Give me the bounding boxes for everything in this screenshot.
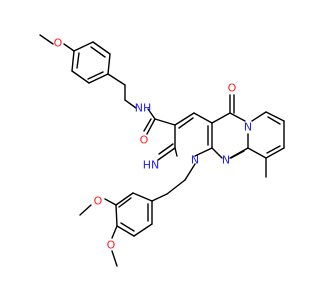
bond-double (267, 116, 281, 125)
bond-double (120, 222, 135, 232)
atom-label-oxygen: O (54, 37, 63, 50)
bond (116, 225, 135, 237)
atom-label-nitrogen: N (191, 154, 199, 167)
bond (73, 41, 94, 52)
bond (251, 111, 267, 122)
bond (265, 147, 285, 159)
bond (133, 223, 153, 237)
molecule-structure: O NH O O N N N HN O O (39, 34, 285, 267)
bond (111, 225, 118, 239)
bond (79, 204, 92, 216)
bond (124, 99, 137, 109)
bond-double (143, 118, 152, 132)
bond (71, 70, 90, 84)
bond (71, 50, 75, 72)
bond (92, 41, 111, 55)
bond-double (76, 52, 80, 69)
pyridinone-ring (157, 112, 213, 161)
pyrido-ring (247, 111, 285, 178)
bond (247, 147, 267, 159)
bond (211, 147, 223, 159)
bond (151, 193, 168, 202)
methoxyphenyl-group (39, 34, 137, 109)
bond-double (266, 145, 281, 154)
bond (107, 73, 126, 86)
atom-label-nitrogen: N (244, 121, 252, 134)
bond (132, 192, 153, 202)
atom-labels: O NH O O N N N HN O O (54, 37, 252, 252)
atom-label-nh: NH (135, 102, 152, 115)
molecule-canvas: O NH O O N N N HN O O (39, 34, 285, 267)
bond (115, 192, 134, 206)
atom-label-oxygen: O (94, 195, 103, 208)
bond-double (158, 143, 174, 155)
atom-label-nitrogen: N (222, 154, 230, 167)
bond (193, 112, 213, 124)
bond (107, 53, 111, 75)
amide-group (143, 108, 176, 135)
atom-label-oxygen: O (228, 82, 237, 95)
bond (147, 108, 156, 120)
bond-double (230, 150, 245, 159)
bond-double (178, 117, 194, 129)
atom-label-oxygen: O (107, 239, 116, 252)
bond (229, 112, 246, 122)
bond (184, 163, 196, 181)
bond (63, 43, 75, 52)
dimethoxyphenethyl-group (79, 163, 196, 267)
bond (166, 179, 186, 195)
pyrimidinone-ring (211, 94, 249, 159)
bond (194, 147, 213, 157)
bond (88, 73, 109, 84)
bond (104, 198, 117, 206)
bond (211, 112, 231, 124)
bond (154, 118, 176, 126)
bond (174, 147, 178, 157)
bond (265, 111, 285, 122)
bond (115, 204, 118, 227)
bond (174, 112, 195, 126)
bond (157, 147, 176, 161)
atom-label-oxygen: O (140, 134, 149, 147)
bond-double (118, 197, 132, 208)
bond-double (90, 46, 106, 58)
atom-label-hn: HN (143, 159, 160, 172)
bond-double (87, 71, 104, 80)
bond (39, 34, 54, 45)
bond (146, 118, 156, 135)
bond (111, 250, 118, 267)
